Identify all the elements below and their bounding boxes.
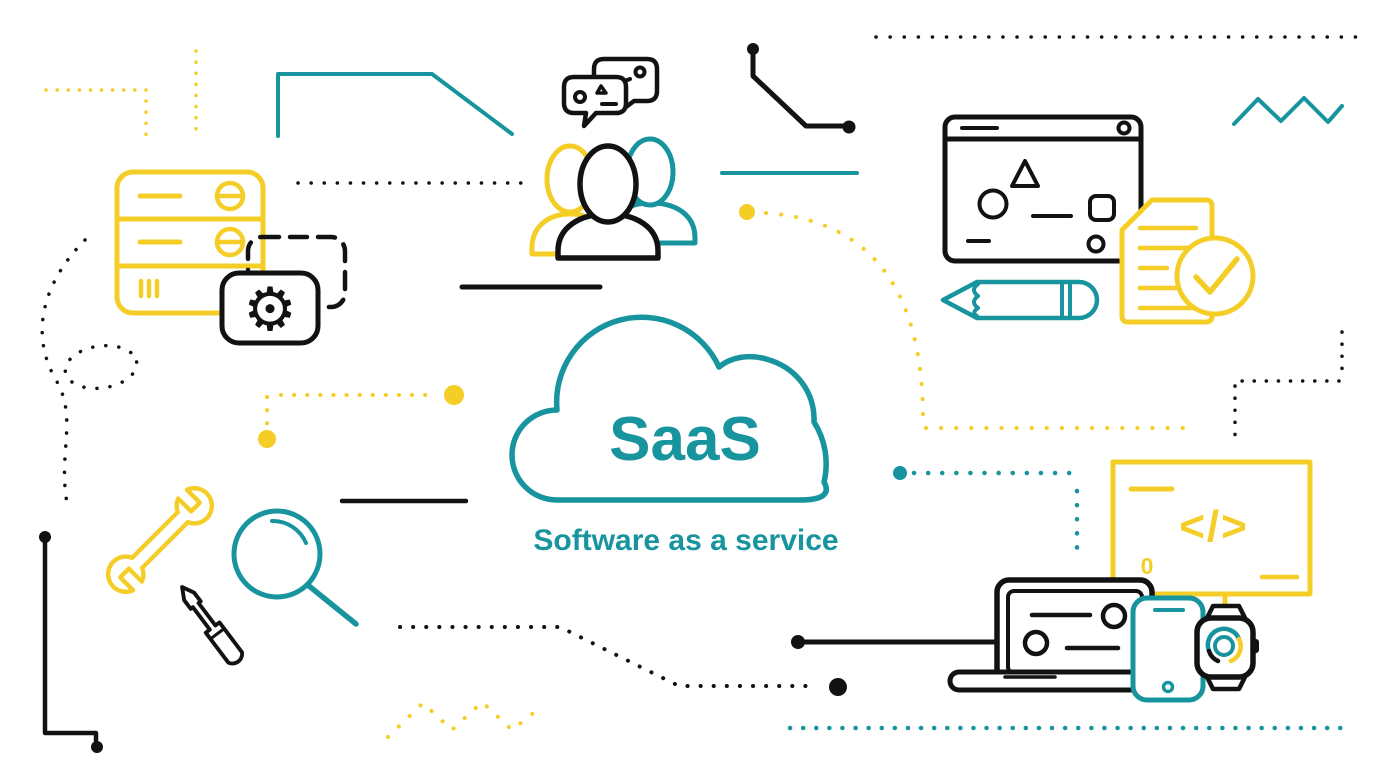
browser-titlebar-button [1116,120,1132,136]
server-vent-bars [138,278,160,299]
gear-bubble-body [219,270,321,346]
yellow-dot [444,385,464,405]
dotted-curve-black [40,238,87,505]
connector-polyline-bottomleft [42,540,99,744]
dotted-zigzag-yellow [386,700,544,739]
laptop-screen-circle [1022,629,1050,657]
check-mark [1193,256,1240,295]
browser-shape-square [1088,194,1116,222]
saas-subtitle: Software as a service [533,524,838,557]
watch-spinner-teal-arc [1205,626,1242,654]
dotted-line-teal-corner [911,470,1080,562]
screwdriver-collar [208,627,226,641]
teal-polyline [276,72,514,138]
phone-body [1130,595,1206,703]
phone-home-button [1161,680,1175,694]
dotted-line-yellow-corner [44,88,148,138]
wrench-outline [105,486,215,594]
code-zero-glyph: 0 [1141,553,1154,579]
dotted-path-black-bottom [398,625,819,688]
smartwatch-icon [1194,603,1259,692]
server-stack-icon [114,169,266,316]
saas-title: SaaS [609,405,761,474]
magnifier-highlight [270,518,308,545]
yellow-dot [258,430,276,448]
document-checklist-icon [1119,197,1256,325]
document-lines [1137,225,1199,311]
laptop-screen-outer [994,577,1155,683]
connector-dot [842,120,856,134]
chat-bubble-triangle [595,84,608,95]
dotted-staircase-black [1233,330,1344,441]
dotted-curve-yellow [764,211,1199,430]
server-body [114,169,266,316]
browser-shape-triangle [1010,159,1040,188]
server-dividers [114,216,266,269]
code-window-body [1110,459,1313,597]
code-symbol: </> [1179,502,1249,551]
dotted-ellipse [63,343,139,391]
screwdriver-icon [180,585,245,666]
watch-spinner-black-arc [1206,648,1221,664]
connector-dot [747,43,759,55]
laptop-screen-circle [1100,602,1128,630]
chat-bubbles-icon [561,56,660,129]
pencil-wood-edge [972,282,980,318]
check-circle-icon [1174,235,1256,317]
cloud-outline [509,314,829,503]
server-dashes [137,193,183,245]
laptop-base [947,669,1143,693]
watch-spinner-inner-ring [1213,635,1235,657]
watch-spinner-yellow-arc [1228,636,1243,664]
zigzag-line-teal [1232,96,1344,126]
pencil-body [940,279,1100,321]
gear-icon: ⚙ [243,275,297,345]
wrench-icon [105,486,215,594]
smartphone-icon [1130,595,1206,703]
users-group-icon [529,136,698,261]
screwdriver-outline [180,585,245,666]
connector-polyline [750,52,848,129]
browser-shape-dashes [966,214,1073,243]
code-window-icon: </> 0 [1110,459,1313,623]
laptop-icon [947,577,1155,693]
magnifier-lens [231,508,323,600]
magnifier-handle [306,583,359,627]
connector-dot [791,635,805,649]
magnifier-icon [231,508,359,627]
pencil-band [1060,281,1072,319]
browser-shape-dot [1086,234,1106,254]
browser-window-icon [942,114,1144,264]
black-dot [829,678,847,696]
yellow-dot [739,204,755,220]
connector-dot [39,531,51,543]
cloud-icon: SaaS [509,314,829,503]
connector-dot [91,741,103,753]
decorative-lines [39,35,1358,753]
chat-bubble-circle [573,90,587,104]
chat-bubble-circle [633,65,647,79]
browser-shape-circle [977,188,1009,220]
pencil-icon [940,279,1100,321]
chat-bubble-front [561,74,629,129]
user-black-head [577,143,639,225]
gear-chat-bubble-icon: ⚙ [219,234,348,346]
teal-dot [893,466,907,480]
browser-body [942,114,1144,264]
